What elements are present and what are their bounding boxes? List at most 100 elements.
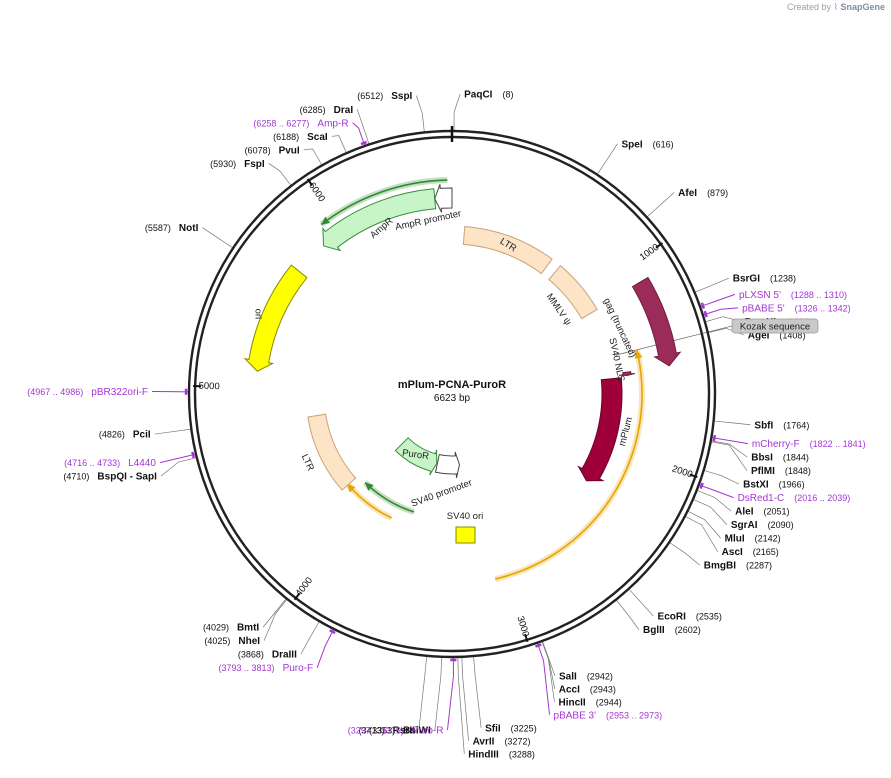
ori-label: ori bbox=[252, 309, 263, 320]
site-pcii[interactable]: PciI(4826) bbox=[99, 430, 151, 441]
site-sgrai[interactable]: SgrAI(2090) bbox=[731, 520, 794, 531]
site-bglii[interactable]: BglII(2602) bbox=[643, 625, 701, 636]
site-acci[interactable]: AccI(2943) bbox=[559, 684, 616, 695]
puro-lower-arrowhead bbox=[347, 483, 356, 493]
site-fspi-name: FspI bbox=[244, 159, 265, 170]
site-noti-name: NotI bbox=[179, 223, 199, 234]
site-draiii-leader bbox=[300, 621, 320, 655]
site-pvui[interactable]: PvuI(6078) bbox=[245, 145, 300, 156]
site-pflmi-name: PflMI bbox=[751, 466, 775, 477]
primer-plxsn-5-mark bbox=[700, 302, 706, 309]
site-alei-position: (2051) bbox=[763, 507, 789, 517]
site-sbfi-position: (1764) bbox=[783, 420, 809, 430]
primer-puro-f[interactable]: Puro-F(3793 .. 3813) bbox=[219, 663, 314, 674]
primer-pbabe-3-mark bbox=[535, 643, 542, 648]
site-mlui-name: MluI bbox=[725, 534, 745, 545]
site-drai-position: (6285) bbox=[300, 105, 326, 115]
site-bsrgi[interactable]: BsrGI(1238) bbox=[733, 274, 796, 285]
site-alei-name: AleI bbox=[735, 507, 754, 518]
site-afei-position: (879) bbox=[707, 188, 728, 198]
site-ecori[interactable]: EcoRI(2535) bbox=[658, 612, 722, 623]
site-hincii-leader bbox=[541, 641, 555, 702]
site-hincii[interactable]: HincII(2944) bbox=[558, 697, 621, 708]
site-sbfi[interactable]: SbfI(1764) bbox=[754, 420, 809, 431]
primer-pbr322ori-f-name: pBR322ori-F bbox=[91, 387, 148, 398]
site-bsrgi-name: BsrGI bbox=[733, 274, 760, 285]
kozak-sequence-tag[interactable]: Kozak sequence bbox=[731, 318, 819, 334]
site-asci[interactable]: AscI(2165) bbox=[722, 547, 779, 558]
site-bbsi[interactable]: BbsI(1844) bbox=[751, 453, 809, 464]
site-avrii[interactable]: AvrII (3272) bbox=[473, 736, 531, 747]
site-bsrgi-leader bbox=[694, 277, 729, 293]
site-draiii-name: DraIII bbox=[272, 650, 297, 661]
gag-truncated-feature bbox=[631, 276, 682, 367]
site-bmgbi-name: BmgBI bbox=[704, 561, 736, 572]
primer-l4440-mark bbox=[191, 451, 195, 459]
site-alei[interactable]: AleI (2051) bbox=[735, 507, 789, 518]
site-afei[interactable]: AfeI(879) bbox=[678, 188, 728, 199]
site-draiii[interactable]: DraIII (3868) bbox=[238, 650, 297, 661]
site-drai[interactable]: DraI(6285) bbox=[300, 105, 354, 116]
ampr-green-arrowhead bbox=[321, 216, 331, 225]
pcna-arrowhead bbox=[634, 350, 643, 359]
primer-mcherry-f[interactable]: mCherry-F(1822 .. 1841) bbox=[752, 439, 866, 450]
site-sspi[interactable]: SspI(6512) bbox=[357, 91, 412, 102]
mplum-feature bbox=[577, 377, 623, 482]
site-fspi-position: (5930) bbox=[210, 159, 236, 169]
primer-mcherry-f-position: (1822 .. 1841) bbox=[810, 439, 866, 449]
site-bmgbi[interactable]: BmgBI(2287) bbox=[704, 561, 772, 572]
site-agei[interactable]: AgeI(1408) bbox=[748, 330, 806, 341]
site-bspqi-sapi[interactable]: BspQI - SapI(4710) bbox=[63, 472, 157, 483]
site-bsiwi[interactable]: BsiWI(3353) bbox=[369, 726, 431, 737]
primer-puro-r-name: Puro-R bbox=[412, 726, 444, 737]
site-nhei[interactable]: NheI(4025) bbox=[204, 636, 260, 647]
primer-puro-r[interactable]: Puro-R (3297 .. 3316) bbox=[348, 726, 444, 737]
site-bmti-name: BmtI bbox=[237, 623, 259, 634]
site-noti[interactable]: NotI(5587) bbox=[145, 223, 199, 234]
site-avrii-name: AvrII bbox=[473, 736, 495, 747]
site-sali-position: (2942) bbox=[587, 672, 613, 682]
site-avrii-position: (3272) bbox=[504, 736, 530, 746]
primer-amp-r[interactable]: Amp-R(6258 .. 6277) bbox=[253, 118, 348, 129]
primer-pbr322ori-f[interactable]: pBR322ori-F(4967 .. 4986) bbox=[27, 387, 148, 398]
site-paqci-name: PaqCI bbox=[464, 90, 493, 101]
site-bspqi-sapi-leader bbox=[160, 457, 197, 477]
primer-pbabe-3[interactable]: pBABE 3'(2953 .. 2973) bbox=[554, 710, 663, 721]
site-scai[interactable]: ScaI(6188) bbox=[273, 132, 328, 143]
primer-l4440-position: (4716 .. 4733) bbox=[64, 458, 120, 468]
site-noti-leader bbox=[202, 227, 234, 249]
primer-dsred1-c[interactable]: DsRed1-C(2016 .. 2039) bbox=[738, 493, 851, 504]
primer-amp-r-position: (6258 .. 6277) bbox=[253, 118, 309, 128]
site-scai-leader bbox=[331, 135, 347, 154]
site-paqci[interactable]: PaqCI (8) bbox=[464, 90, 513, 101]
site-paqci-position: (8) bbox=[502, 90, 513, 100]
primer-puro-r-position: (3297 .. 3316) bbox=[348, 726, 404, 736]
primer-pbabe-3-name: pBABE 3' bbox=[554, 710, 597, 721]
snapgene-icon: ⌇ bbox=[833, 2, 838, 12]
site-draiii-position: (3868) bbox=[238, 650, 264, 660]
site-sali[interactable]: SalI(2942) bbox=[559, 672, 613, 683]
site-pvui-position: (6078) bbox=[245, 145, 271, 155]
site-bstxi[interactable]: BstXI(1966) bbox=[743, 480, 805, 491]
tick-label-5000: 5000 bbox=[198, 381, 219, 393]
site-hindiii-name: HindIII bbox=[468, 749, 499, 760]
primer-l4440[interactable]: L4440 (4716 .. 4733) bbox=[64, 458, 156, 469]
site-rsrii[interactable]: RsrII(3413) bbox=[359, 726, 415, 737]
plasmid-length: 6623 bp bbox=[434, 393, 471, 404]
site-sfii[interactable]: SfiI(3225) bbox=[485, 723, 537, 734]
primer-pbabe-5[interactable]: pBABE 5'(1326 .. 1342) bbox=[742, 303, 851, 314]
site-ecori-name: EcoRI bbox=[658, 612, 687, 623]
site-mlui[interactable]: MluI(2142) bbox=[725, 534, 781, 545]
site-pflmi[interactable]: PflMI(1848) bbox=[751, 466, 811, 477]
connector-layer bbox=[152, 93, 751, 754]
site-avrii-leader bbox=[461, 656, 469, 741]
site-bmti[interactable]: BmtI(4029) bbox=[203, 623, 259, 634]
site-spei[interactable]: SpeI(616) bbox=[622, 139, 674, 150]
primer-plxsn-5[interactable]: pLXSN 5'(1288 .. 1310) bbox=[739, 290, 847, 301]
tick-label-2000: 2000 bbox=[670, 463, 694, 480]
site-hindiii[interactable]: HindIII(3288) bbox=[468, 749, 535, 760]
site-fspi[interactable]: FspI (5930) bbox=[210, 159, 265, 170]
primer-l4440-name: L4440 bbox=[128, 458, 156, 469]
site-paqci-leader bbox=[453, 93, 461, 132]
